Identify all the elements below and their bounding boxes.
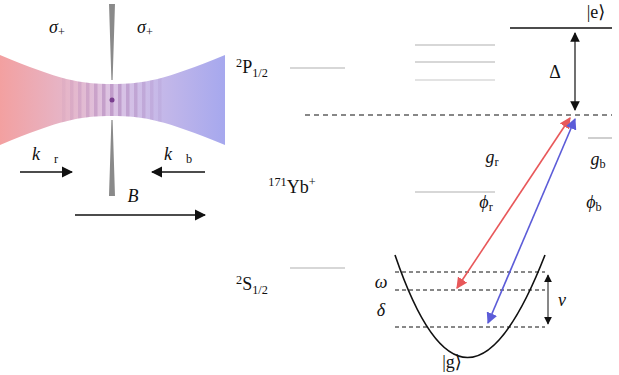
- phase-label: ϕr: [479, 193, 492, 214]
- blue-beam-arrow: [488, 119, 575, 323]
- coupling-label: gr: [485, 148, 498, 169]
- coupling-label: gb: [590, 150, 605, 171]
- energy-level: [415, 61, 495, 62]
- frequency-arrow: [548, 275, 549, 324]
- wavevector-arrow: [20, 171, 72, 172]
- frequency-label: ω: [375, 273, 388, 291]
- phase-label: ϕb: [586, 193, 601, 214]
- fringe: [150, 40, 154, 160]
- fringe: [62, 40, 66, 160]
- fringe: [126, 40, 130, 160]
- wavevector-label: k⃗r: [32, 145, 58, 166]
- motional-level: [395, 272, 545, 273]
- energy-level: [415, 79, 495, 80]
- ion: [110, 98, 115, 103]
- excited-level: [510, 27, 612, 28]
- field-label: B⃗: [128, 187, 153, 205]
- fringe: [86, 40, 90, 160]
- manifold-label: 2S1/2: [236, 274, 268, 297]
- wavevector-arrow: [152, 171, 205, 172]
- trap-needle: [109, 120, 115, 196]
- wavevector-label: k⃗b: [164, 145, 192, 166]
- energy-level: [290, 267, 345, 268]
- energy-level: [290, 67, 345, 68]
- state-label: |g⟩: [442, 353, 462, 371]
- energy-level: [415, 44, 495, 45]
- frequency-label: δ: [377, 301, 385, 319]
- field-arrow: [75, 214, 205, 215]
- fringe: [158, 40, 162, 160]
- fringe: [78, 40, 82, 160]
- fringe: [134, 40, 138, 160]
- state-label: |e⟩: [587, 3, 606, 21]
- polarisation-label: σ+: [49, 18, 65, 39]
- motional-level: [395, 290, 545, 291]
- energy-level: [588, 137, 612, 138]
- manifold-label: 2P1/2: [236, 57, 268, 80]
- detuning-arrow: [574, 33, 575, 110]
- trap-potential: [395, 255, 545, 358]
- motional-level: [395, 327, 545, 328]
- fringe: [94, 40, 98, 160]
- virtual-level: [305, 114, 612, 115]
- polarisation-label: σ+: [137, 18, 153, 39]
- detuning-label: Δ: [549, 63, 561, 81]
- fringe: [102, 40, 106, 160]
- fringe: [142, 40, 146, 160]
- fringe: [118, 40, 122, 160]
- fringe: [70, 40, 74, 160]
- trap-needle: [109, 4, 115, 80]
- frequency-label: ν: [558, 291, 566, 309]
- ion-label: 171Yb+: [268, 176, 315, 196]
